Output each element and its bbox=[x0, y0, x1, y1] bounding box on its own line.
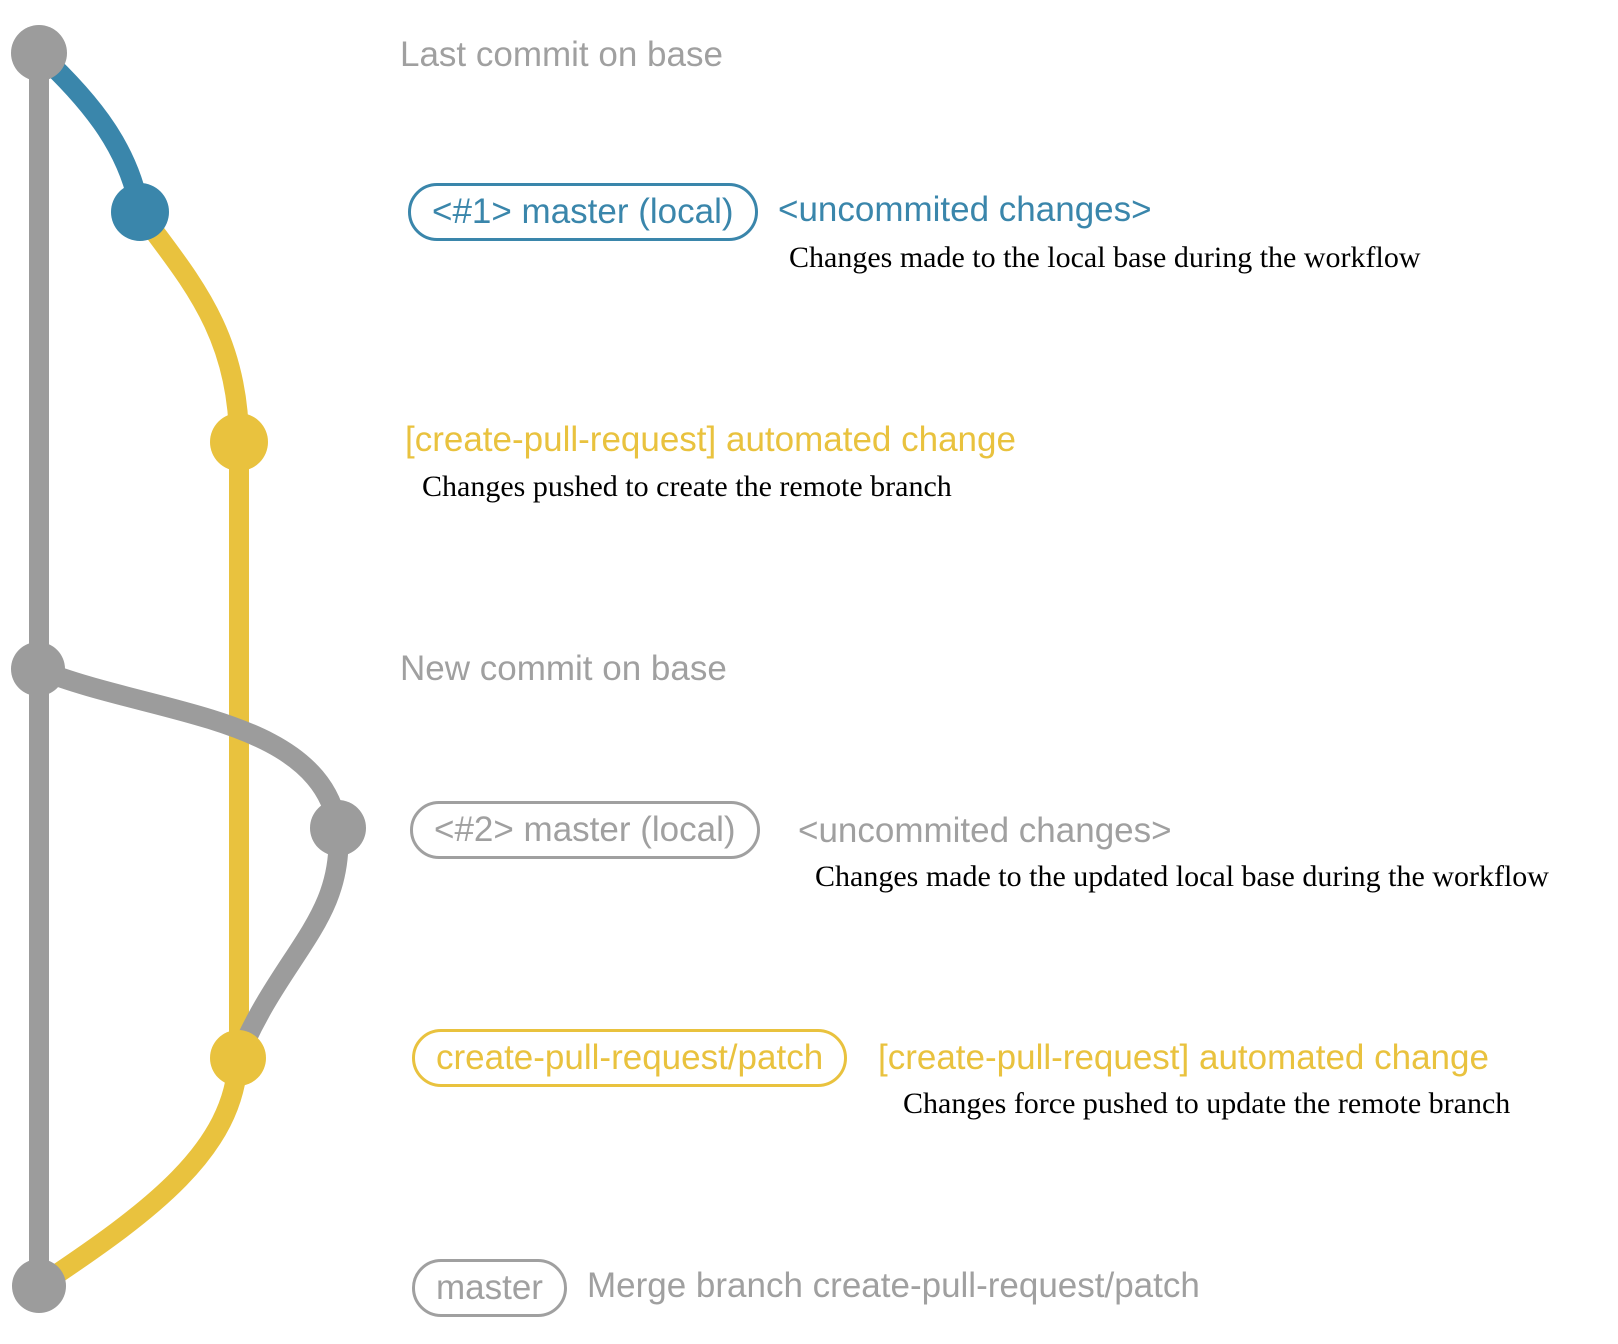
caption-local-base-changes-1: Changes made to the local base during th… bbox=[789, 241, 1421, 274]
badge-patch-branch: create-pull-request/patch bbox=[412, 1029, 848, 1087]
commit-dot-patch-2 bbox=[210, 1030, 266, 1086]
caption-force-push-remote-branch: Changes force pushed to update the remot… bbox=[903, 1087, 1511, 1120]
note-uncommitted-changes-2: <uncommited changes> bbox=[798, 811, 1172, 850]
commit-dot-patch-1 bbox=[210, 413, 268, 471]
commit-dot-local-master-2 bbox=[310, 800, 366, 856]
note-uncommitted-changes-1: <uncommited changes> bbox=[778, 190, 1152, 229]
note-merge-branch: Merge branch create-pull-request/patch bbox=[587, 1266, 1200, 1305]
commit-dot-last-base bbox=[11, 25, 67, 81]
badge-master: master bbox=[412, 1259, 567, 1317]
label-new-commit-on-base: New commit on base bbox=[400, 649, 727, 688]
note-automated-change-2: [create-pull-request] automated change bbox=[878, 1038, 1489, 1077]
base-to-local-master-2-line bbox=[34, 659, 348, 830]
label-automated-change-1: [create-pull-request] automated change bbox=[405, 420, 1016, 459]
label-last-commit-on-base: Last commit on base bbox=[400, 35, 723, 74]
badge-local-master-2: <#2> master (local) bbox=[410, 801, 760, 859]
caption-push-remote-branch: Changes pushed to create the remote bran… bbox=[422, 470, 952, 503]
commit-dot-merge bbox=[12, 1259, 66, 1313]
commit-dot-new-base bbox=[11, 642, 65, 696]
commit-dot-local-master-1 bbox=[111, 183, 169, 241]
patch-merge-line bbox=[33, 1057, 248, 1295]
patch-branch-curve-upper bbox=[131, 206, 249, 443]
local-master-2-to-patch-line bbox=[228, 827, 349, 1062]
badge-local-master-1: <#1> master (local) bbox=[408, 183, 758, 241]
caption-local-base-changes-2: Changes made to the updated local base d… bbox=[815, 860, 1549, 893]
